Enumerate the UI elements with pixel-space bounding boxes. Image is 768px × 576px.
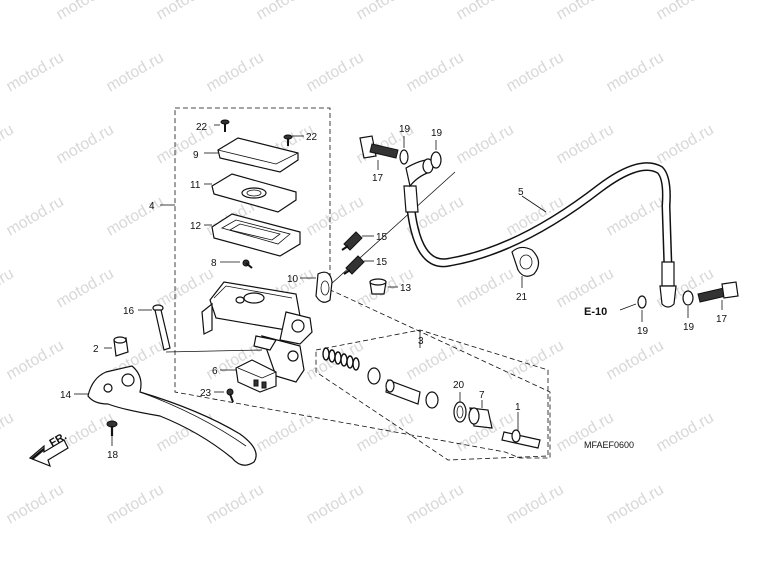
front-direction-arrow <box>28 439 69 468</box>
callout-7: 7 <box>479 390 485 401</box>
callout-17b: 17 <box>716 314 728 325</box>
switch-6 <box>220 359 277 393</box>
section-reference: E-10 <box>584 306 607 318</box>
screw-8 <box>220 259 253 269</box>
callout-23: 23 <box>200 388 212 399</box>
callout-3: 3 <box>418 336 424 347</box>
callout-13: 13 <box>400 283 412 294</box>
diagram-reference-code: MFAEF0600 <box>584 440 634 450</box>
pivot-bolt-16 <box>138 304 263 353</box>
callout-15b: 15 <box>376 257 388 268</box>
master-cylinder-body <box>201 281 313 383</box>
assembly-4-frame <box>174 107 551 459</box>
callout-19d: 19 <box>683 322 695 333</box>
callout-17a: 17 <box>372 173 384 184</box>
callout-19b: 19 <box>431 128 443 139</box>
plate-11 <box>204 173 297 213</box>
piston-assembly-3 <box>322 347 439 409</box>
screw-22-left <box>214 119 230 132</box>
callout-22b: 22 <box>306 132 318 143</box>
callout-15a: 15 <box>376 232 388 243</box>
screw-18 <box>106 420 118 446</box>
callout-19c: 19 <box>637 326 649 337</box>
clutch-hose-5 <box>403 158 677 308</box>
cap-2 <box>104 336 129 357</box>
washer-19-left-b <box>430 140 442 169</box>
washer-19-left-a <box>399 136 409 165</box>
diaphragm-12 <box>204 213 301 257</box>
clamp-21 <box>511 246 540 288</box>
banjo-bolt-17-right <box>697 281 739 310</box>
callout-1: 1 <box>515 402 521 413</box>
callout-19a: 19 <box>399 124 411 135</box>
washer-19-right-b <box>682 290 694 318</box>
callout-6: 6 <box>212 366 218 377</box>
boot-7 <box>468 400 493 429</box>
callout-22a: 22 <box>196 122 208 133</box>
callout-12: 12 <box>190 221 202 232</box>
callout-9: 9 <box>193 150 199 161</box>
banjo-bolt-17-left <box>359 135 399 170</box>
boot-10 <box>300 271 333 303</box>
push-rod-1 <box>501 412 541 449</box>
callout-16: 16 <box>123 306 135 317</box>
ring-20 <box>453 392 467 423</box>
callout-18: 18 <box>107 450 119 461</box>
screw-23 <box>214 388 234 403</box>
clutch-lever-14 <box>74 365 257 466</box>
bolt-15-lower <box>343 255 374 275</box>
screw-22-right <box>283 134 304 146</box>
reservoir-cap-9 <box>204 137 299 173</box>
callout-20: 20 <box>453 380 465 391</box>
washer-19-right-a <box>619 295 647 322</box>
bolt-15-upper <box>341 231 374 251</box>
callout-11: 11 <box>190 180 201 191</box>
callout-8: 8 <box>211 258 217 269</box>
callout-21: 21 <box>516 292 528 303</box>
callout-4: 4 <box>149 201 155 212</box>
callout-5: 5 <box>518 187 524 198</box>
callout-10: 10 <box>287 274 299 285</box>
cap-13 <box>369 278 398 295</box>
callout-14: 14 <box>60 390 72 401</box>
callout-2: 2 <box>93 344 99 355</box>
